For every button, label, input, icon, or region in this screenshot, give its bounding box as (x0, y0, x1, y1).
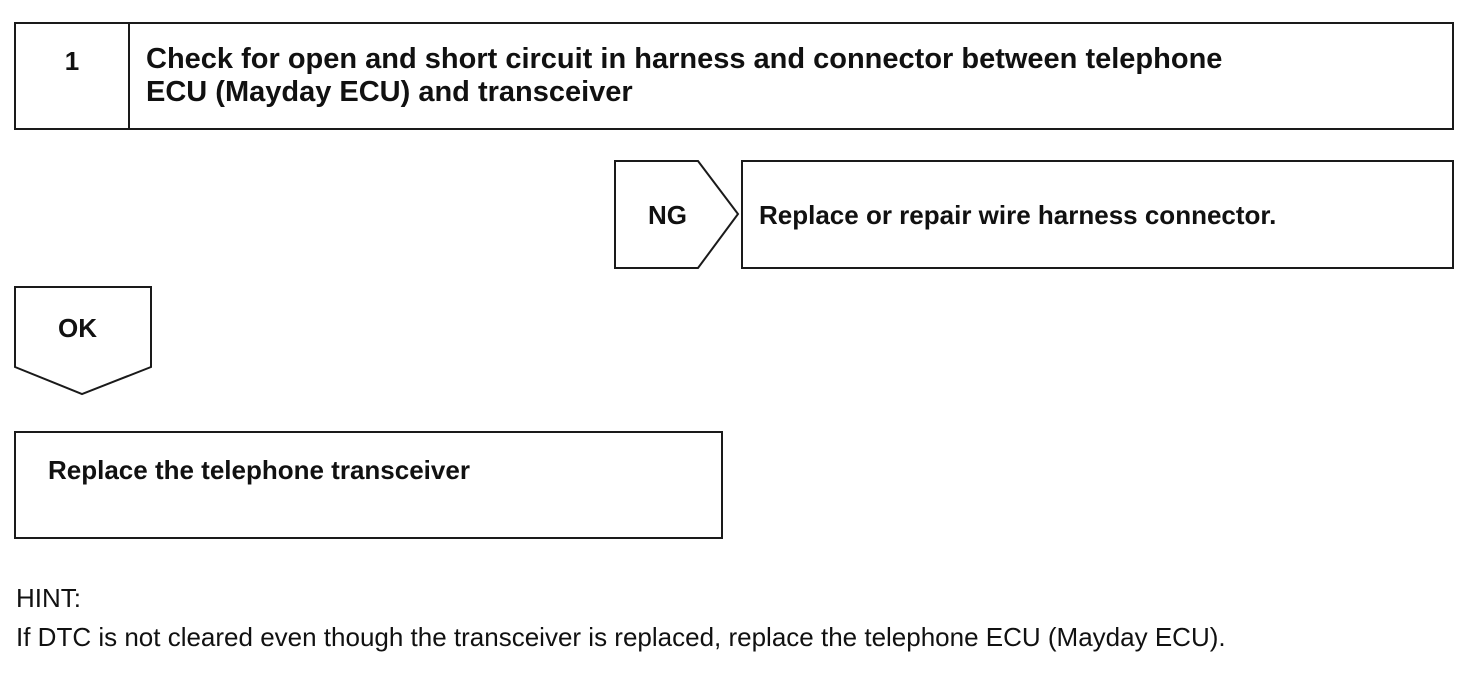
ng-arrow (614, 160, 740, 269)
ng-action-text: Replace or repair wire harness connector… (759, 200, 1277, 230)
step-box: 1 Check for open and short circuit in ha… (14, 22, 1454, 130)
step-title: Check for open and short circuit in harn… (146, 43, 1432, 109)
ng-action-box: Replace or repair wire harness connector… (741, 160, 1454, 269)
ok-action-box: Replace the telephone transceiver (14, 431, 723, 539)
ok-arrow (14, 286, 152, 396)
hint-text: If DTC is not cleared even though the tr… (16, 622, 1226, 652)
step-title-line-1: Check for open and short circuit in harn… (146, 43, 1223, 75)
step-title-line-2: ECU (Mayday ECU) and transceiver (146, 76, 633, 108)
hint-label: HINT: (16, 583, 81, 613)
step-number: 1 (16, 24, 130, 128)
ok-label: OK (58, 313, 97, 343)
ng-label: NG (648, 200, 687, 230)
ok-action-text: Replace the telephone transceiver (48, 455, 470, 485)
